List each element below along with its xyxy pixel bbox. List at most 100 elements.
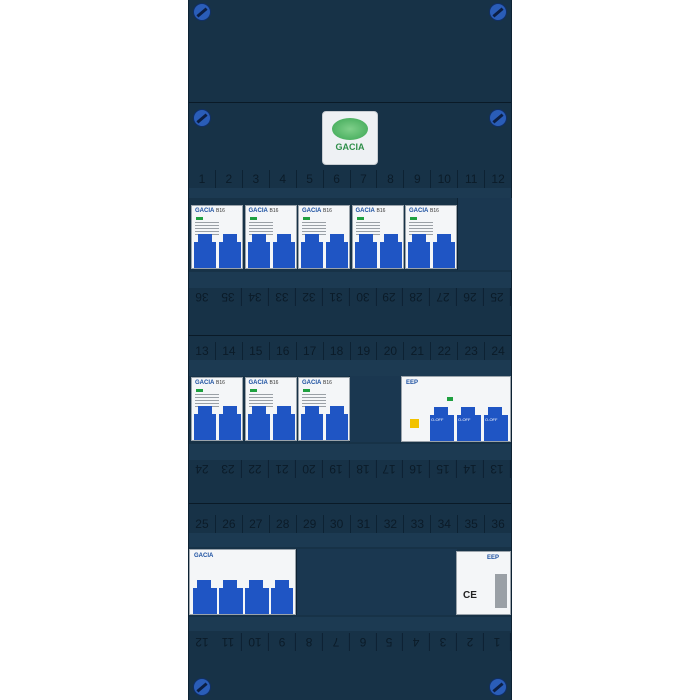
slot-number: 13 [195,344,209,358]
slot-number: 16 [268,342,296,360]
screw-icon [193,3,211,21]
breaker-toggle[interactable] [326,406,348,440]
row3-rail [189,533,511,547]
breaker-toggle[interactable] [326,234,348,268]
spec-label [195,222,219,236]
breaker-rating: B16 [269,380,279,386]
breaker-rating: B16 [216,380,225,386]
breaker-toggle[interactable] [301,234,323,268]
breaker-toggle[interactable] [194,406,216,440]
switch-toggle[interactable] [271,580,293,614]
breaker-rating: B16 [323,208,332,214]
slot-number: 1 [484,633,512,651]
breaker-toggle[interactable] [354,234,377,268]
screw-icon [193,678,211,696]
slot-number: 21 [268,460,296,478]
slot-number: 27 [430,288,458,306]
breaker-toggle[interactable] [247,406,270,440]
slot-number: 36 [484,515,511,533]
slot-number: 32 [376,515,403,533]
slot-number: 33 [268,288,296,306]
slot-number: 8 [295,633,323,651]
slot-number: 27 [241,515,269,533]
breaker-toggle[interactable] [272,234,295,268]
breaker-brand: GACIA [248,208,268,214]
slot-number: 30 [322,515,350,533]
slot-number: 7 [349,170,377,188]
slot-number: 9 [268,633,296,651]
breaker-toggle[interactable] [272,406,295,440]
switch-toggle[interactable] [219,580,243,614]
slot-number: 4 [403,633,431,651]
spec-label [355,222,380,236]
panel-seam [189,102,511,103]
slot-number: 25 [484,288,512,306]
meter-brand: EEP [487,555,500,561]
screw-icon [489,109,507,127]
breaker-toggle[interactable] [219,406,241,440]
screw-icon [193,109,211,127]
slot-number: 5 [376,633,404,651]
switch-toggle[interactable] [193,580,217,614]
breaker-toggle[interactable] [408,234,430,268]
blank-cover [349,376,403,442]
warning-icon [410,419,419,428]
breaker-brand: GACIA [409,208,429,214]
slot-number: 2 [214,170,242,188]
slot-number: 15 [430,460,458,478]
slot-number: 1 [198,172,206,186]
switch-toggle[interactable] [245,580,269,614]
spec-label [248,394,273,408]
slot-number: 29 [376,288,404,306]
row2-rail [189,360,511,376]
breaker-toggle[interactable] [219,234,241,268]
spec-label [302,394,326,408]
slot-number: 14 [457,460,485,478]
rcd-toggle[interactable]: O-OFF [484,407,508,441]
slot-number: 6 [322,170,350,188]
breaker-toggle[interactable] [433,234,455,268]
slot-number: 10 [241,633,269,651]
slot-number: 13 [484,460,512,478]
breaker-brand: GACIA [248,380,268,386]
slot-number: 11 [457,170,484,188]
breaker-brand: GACIA [302,208,322,214]
slot-number: 26 [457,288,485,306]
slot-number: 17 [376,460,404,478]
rcd-toggle[interactable]: O-OFF [430,407,454,441]
slot-number: 26 [214,515,242,533]
slot-number: 6 [349,633,377,651]
slot-number: 12 [195,635,209,649]
status-indicator [249,217,257,220]
slot-number: 2 [457,633,485,651]
slot-number: 7 [322,633,350,651]
slot-number: 3 [241,170,269,188]
spec-label [195,394,219,408]
breaker-toggle[interactable] [301,406,323,440]
slot-number: 12 [484,170,511,188]
rcd-toggle[interactable]: O-OFF [457,407,481,441]
breaker-brand: GACIA [302,380,322,386]
slot-number: 16 [403,460,431,478]
spec-label [302,222,326,236]
breaker-toggle[interactable] [194,234,216,268]
status-indicator [356,217,364,220]
slot-number: 4 [268,170,296,188]
breaker-brand: GACIA [195,208,215,214]
status-indicator [410,217,417,220]
breaker-toggle[interactable] [247,234,270,268]
status-indicator [249,389,257,392]
slot-number: 32 [295,288,323,306]
slot-number: 22 [241,460,269,478]
main-switch: GACIA [189,549,296,615]
breaker-toggle[interactable] [379,234,402,268]
slot-number: 28 [403,288,431,306]
slot-number: 21 [403,342,430,360]
